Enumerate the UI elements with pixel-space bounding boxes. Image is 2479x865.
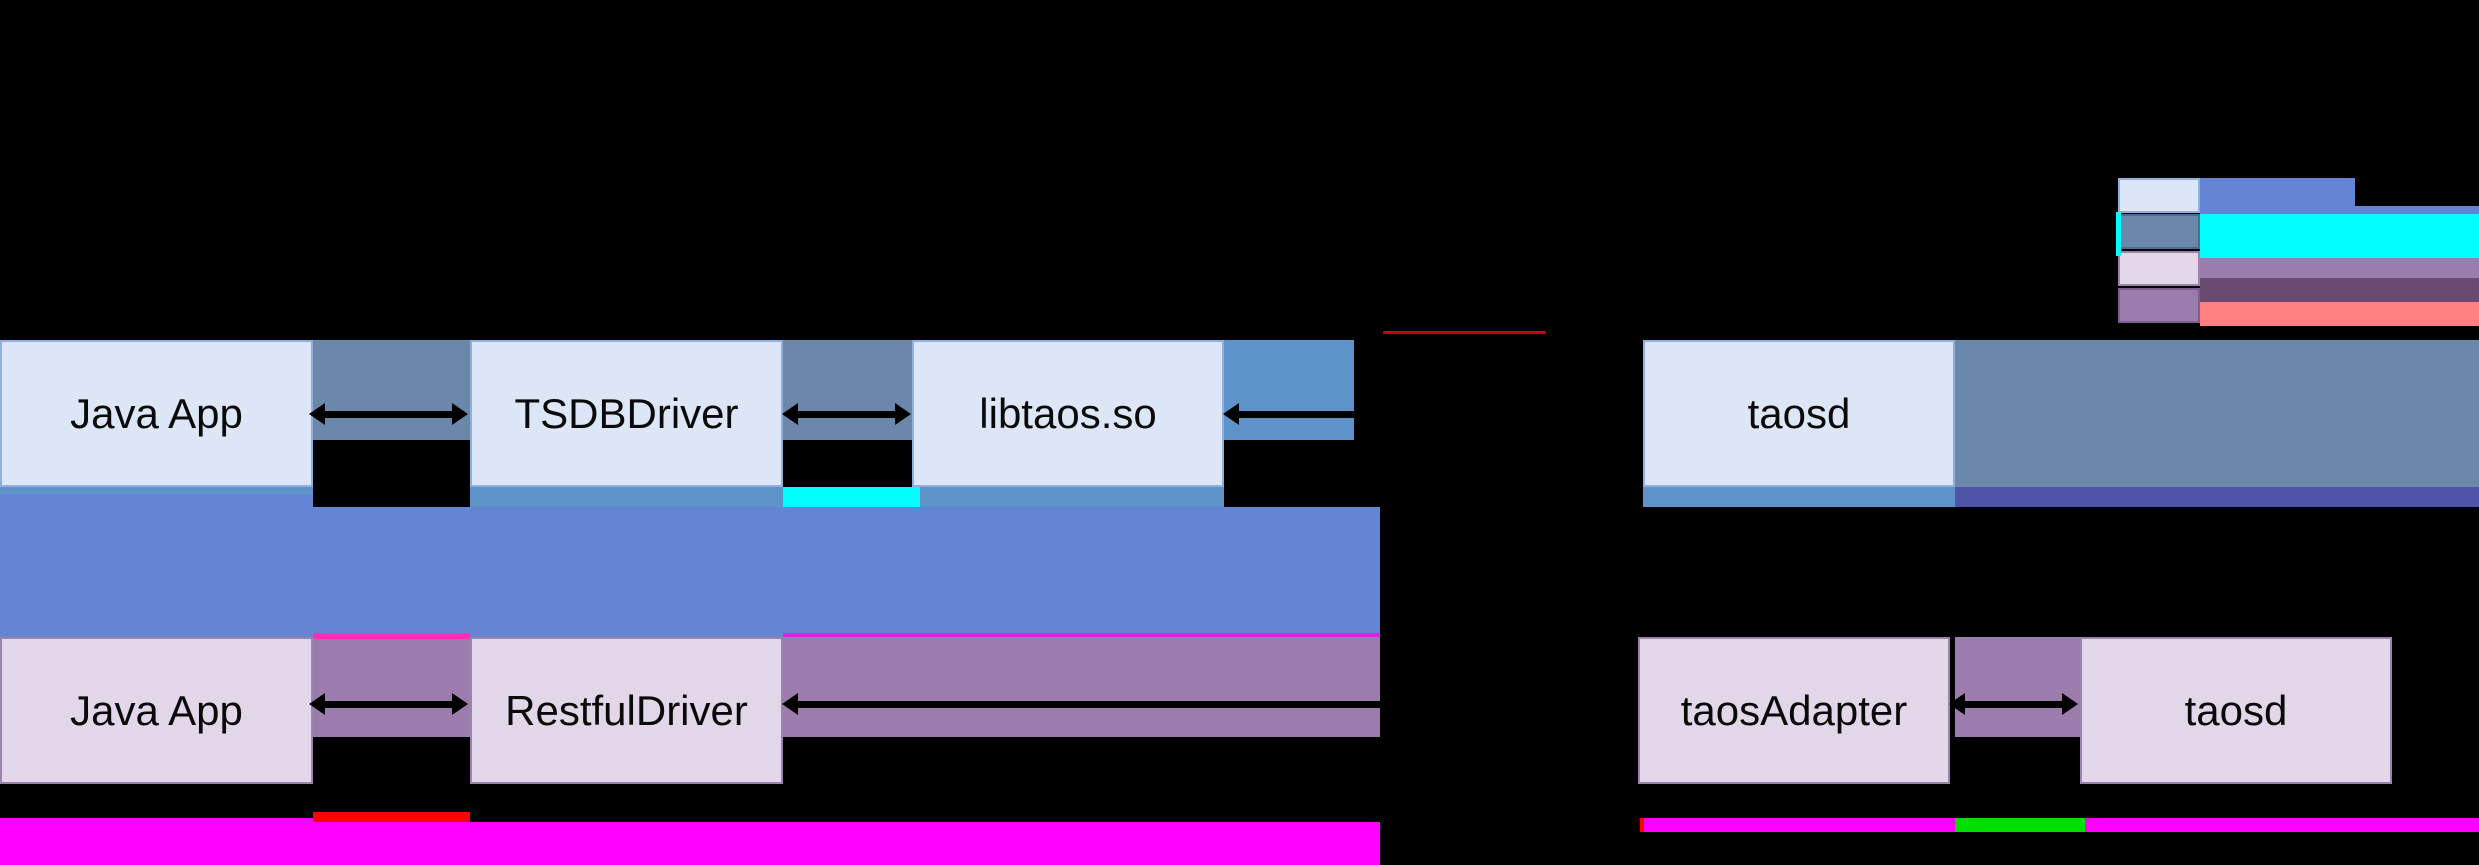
band-center-blue-tail (1300, 507, 1334, 602)
node-taosd-rest[interactable]: taosd (2080, 637, 2392, 784)
band-taosd-underline (1643, 487, 1955, 507)
connector-arrow-tsdbdriver-libtaos (895, 403, 911, 425)
connector-libtaos-to-taosd (1229, 411, 1629, 418)
node-taos-adapter[interactable]: taosAdapter (1638, 637, 1950, 784)
band-bottom-green-accent (1955, 818, 2085, 832)
connector-arrow-taosadapter-taosdrest (2062, 693, 2078, 715)
legend-bar-dkpurple (2200, 278, 2479, 302)
legend-swatch-light-blue (2118, 178, 2200, 213)
connector-arrow-javaapp-tsdbdriver (452, 403, 468, 425)
node-label: taosd (1747, 389, 1851, 437)
connector-tail-taosadapter-taosdrest (1949, 693, 1965, 715)
legend-item-1[interactable] (2118, 214, 2210, 249)
band-top-underline-right (920, 487, 1224, 507)
node-java-app-native[interactable]: Java App (0, 340, 313, 487)
node-label: TSDBDriver (514, 389, 739, 437)
legend-swatch-purple (2118, 288, 2200, 323)
band-bottom-magenta-left (0, 818, 313, 865)
band-taosd-underline-far (1955, 487, 2479, 507)
legend (2116, 178, 2479, 326)
band-center-blue (0, 507, 1380, 637)
node-libtaos-so[interactable]: libtaos.so (912, 340, 1224, 487)
legend-cyan-edge (2116, 212, 2121, 256)
connector-tail-javaapp-tsdbdriver (309, 403, 325, 425)
node-label: taosAdapter (1680, 686, 1908, 734)
connector-tail-libtaos-taosd (1223, 403, 1239, 425)
connector-restfuldriver-to-taosadapter (788, 701, 1624, 708)
band-bottom-magenta-mid (313, 822, 1380, 865)
band-bottom-magenta-topline2 (783, 633, 1380, 637)
connector-tail-restfuldriver-taosadapter (782, 693, 798, 715)
legend-swatch-steel-blue (2118, 214, 2200, 249)
band-bottom-purple-wide (783, 637, 1380, 737)
legend-bar-blue-2 (2200, 206, 2479, 214)
node-java-app-rest[interactable]: Java App (0, 637, 313, 784)
connector-arrow-libtaos-taosd (1626, 403, 1642, 425)
legend-item-3[interactable] (2118, 288, 2210, 323)
legend-item-2[interactable] (2118, 251, 2210, 286)
band-top-steel-far (1955, 340, 2479, 490)
legend-bar-cyan (2200, 214, 2479, 258)
node-label: taosd (2184, 686, 2288, 734)
band-bottom-magenta-far (2085, 818, 2479, 832)
legend-item-0[interactable] (2118, 178, 2210, 213)
node-tsdb-driver[interactable]: TSDBDriver (470, 340, 783, 487)
connector-tail-tsdbdriver-libtaos (782, 403, 798, 425)
connector-taosadapter-to-taosdrest (1955, 701, 2065, 708)
node-label: Java App (70, 686, 243, 734)
connector-tsdbdriver-to-libtaos (788, 411, 898, 418)
connector-arrow-javaapprest-restfuldriver (452, 693, 468, 715)
node-restful-driver[interactable]: RestfulDriver (470, 637, 783, 784)
band-bottom-purple-right (1955, 637, 2085, 737)
band-top-steel-right (1224, 340, 1354, 440)
connector-javaapprest-to-restfuldriver (315, 701, 455, 708)
node-label: libtaos.so (979, 389, 1157, 437)
band-bottom-magenta-rest (1643, 818, 1955, 832)
band-top-underline-mid (470, 487, 783, 507)
band-bottom-magenta-topline (313, 633, 470, 639)
band-top-underline-cyan (783, 487, 920, 507)
node-taosd-native[interactable]: taosd (1643, 340, 1955, 487)
legend-swatch-light-purple (2118, 251, 2200, 286)
connector-arrow-restfuldriver-taosadapter (1621, 693, 1637, 715)
node-label: RestfulDriver (505, 686, 748, 734)
accent-red-line-top-row (1383, 331, 1546, 334)
connector-javaapp-to-tsdbdriver (315, 411, 455, 418)
band-bottom-red-tick (1640, 818, 1644, 832)
band-center-blue-tophook (0, 495, 313, 509)
band-bottom-purple-left (313, 637, 470, 737)
node-label: Java App (70, 389, 243, 437)
band-top-steel-left (313, 340, 470, 440)
band-bottom-red-accent (313, 812, 470, 822)
legend-bar-salmon (2200, 302, 2479, 326)
band-top-steel-mid (783, 340, 920, 440)
connector-tail-javaapprest-restfuldriver (309, 693, 325, 715)
